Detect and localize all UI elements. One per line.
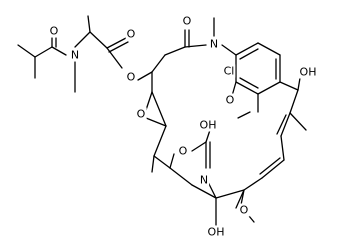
atom-label-background — [69, 48, 81, 62]
bond — [191, 184, 217, 199]
bond — [17, 44, 36, 58]
atom-label-carbinol-oh: OH — [200, 119, 217, 132]
bond — [289, 112, 307, 131]
bond — [184, 44, 207, 48]
atom-label-background — [222, 64, 236, 78]
bond — [153, 125, 167, 157]
atom-label-methoxy-aryl: O — [226, 94, 235, 107]
bond — [151, 155, 155, 173]
bond — [239, 77, 259, 89]
bond — [261, 159, 285, 179]
bond — [34, 46, 53, 58]
bond — [280, 112, 291, 137]
bond — [145, 117, 167, 127]
bond — [106, 37, 127, 49]
bond — [191, 141, 207, 152]
atom-label-background — [298, 65, 318, 79]
atom-label-epoxide-o: O — [137, 108, 146, 121]
bond — [106, 47, 123, 69]
atom-label-hydroxyl-bottom: OH — [208, 226, 225, 239]
bond — [259, 157, 281, 175]
bond — [237, 111, 251, 119]
bond — [151, 54, 166, 73]
bond — [276, 114, 287, 135]
bond — [257, 42, 281, 56]
atom-label-background — [224, 93, 236, 107]
bond — [153, 155, 171, 169]
atom-label-methoxy-bottom: O — [240, 204, 249, 217]
bond — [221, 44, 237, 56]
atom-label-lactam-n: N — [210, 38, 218, 51]
bond — [89, 31, 108, 49]
atom-label-background — [177, 144, 189, 158]
bond — [239, 48, 259, 60]
bond — [74, 31, 91, 48]
atom-label-background — [125, 70, 137, 84]
atom-label-carbinol-o: O — [179, 145, 188, 158]
atom-label-background — [208, 37, 220, 51]
atom-label-chloro: Cl — [224, 65, 235, 78]
atom-label-background — [238, 203, 250, 217]
bond — [235, 81, 259, 95]
atom-label-lactam-o: O — [183, 15, 192, 28]
atom-label-background — [135, 107, 147, 121]
bond — [145, 91, 153, 111]
bond — [151, 91, 167, 127]
bonds — [17, 15, 307, 226]
atom-label-ester-carbonyl-o: O — [127, 28, 136, 41]
bond — [297, 77, 301, 91]
atom-label-amide1-n: N — [71, 49, 79, 62]
atom-label-background — [125, 27, 137, 41]
bond — [205, 129, 211, 143]
bond — [235, 42, 259, 56]
atom-label-hydroxyl-top: OH — [300, 66, 317, 79]
bond — [87, 15, 91, 33]
bond — [289, 89, 299, 114]
bond — [279, 81, 299, 91]
atom-label-background — [181, 14, 193, 28]
atom-label-amide1-o: O — [50, 25, 59, 38]
bond — [235, 189, 245, 209]
bond — [51, 46, 67, 56]
atom-label-background — [198, 173, 210, 187]
bond — [215, 189, 245, 199]
atom-label-ester-o: O — [127, 71, 136, 84]
bond — [280, 135, 285, 161]
atom-label-background — [48, 24, 60, 38]
atom-label-background — [206, 225, 226, 239]
atom-label-background — [198, 118, 218, 132]
bond — [164, 46, 186, 56]
bond — [169, 167, 193, 186]
atom-labels: O O N O O O N Cl O OH OH O N OH O — [48, 14, 318, 239]
bond — [137, 71, 153, 81]
bond — [257, 81, 281, 95]
bond — [243, 177, 263, 191]
bond — [108, 41, 129, 53]
atom-label-carbinol-n: N — [200, 174, 208, 187]
bond — [169, 153, 175, 169]
